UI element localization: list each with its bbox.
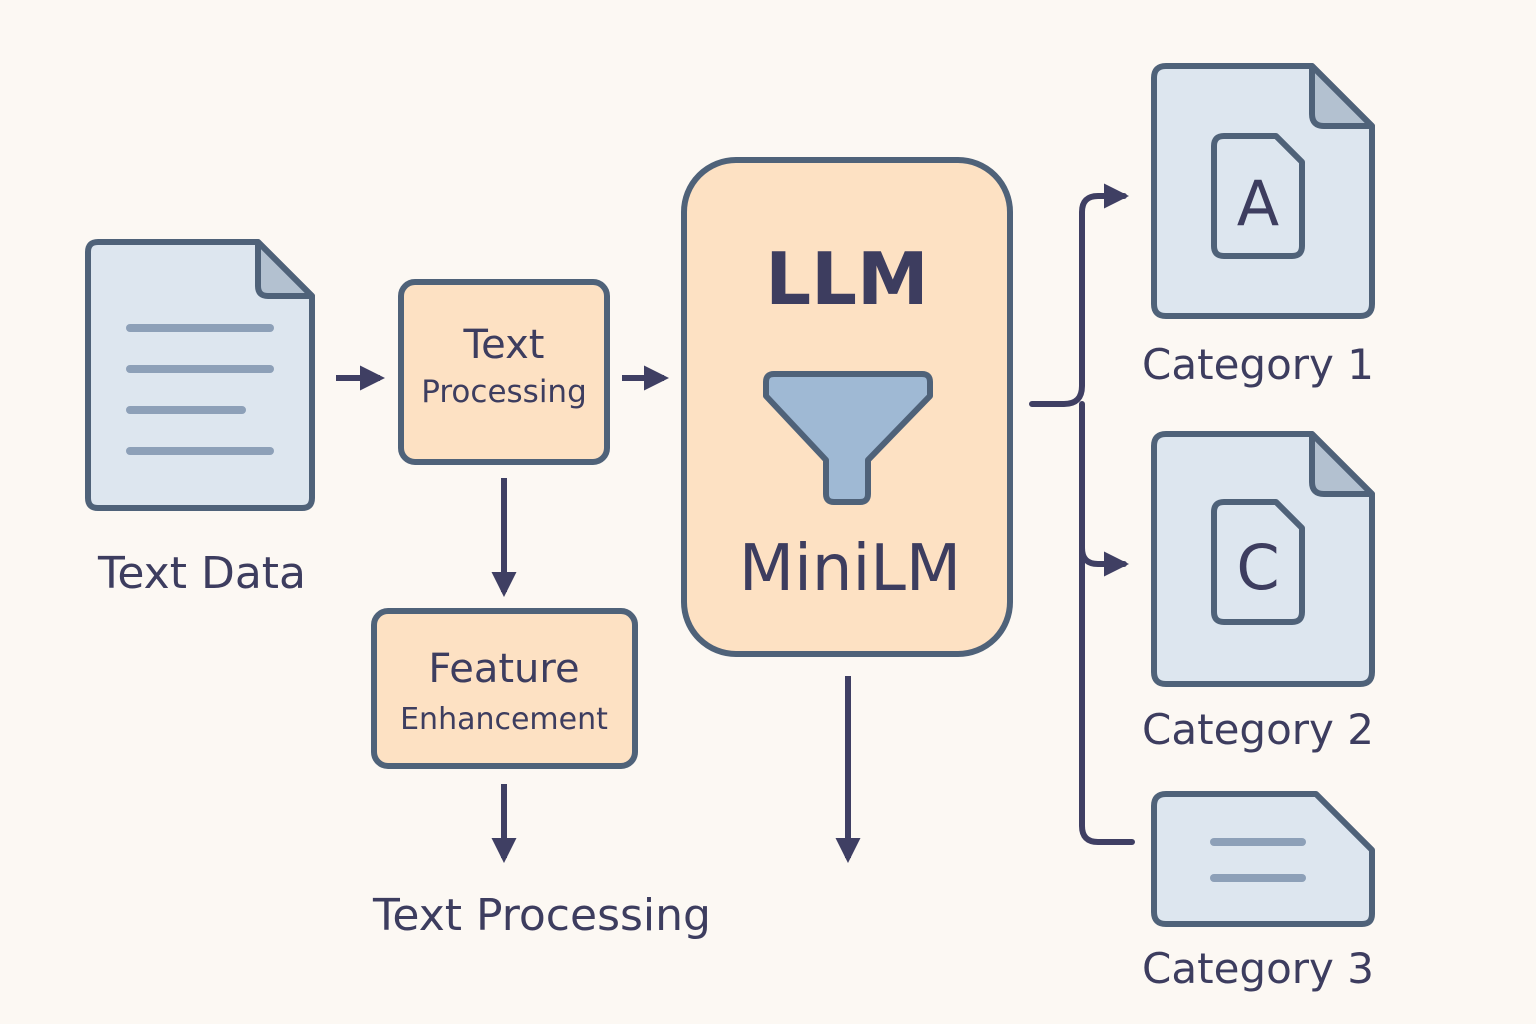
document-icon xyxy=(1151,791,1375,927)
category-2-label: Category 2 xyxy=(1142,705,1374,754)
feature-enhancement-node: Feature Enhancement xyxy=(371,608,638,769)
text-data-node: Text Data xyxy=(85,239,315,599)
category-3-label: Category 3 xyxy=(1142,944,1374,993)
text-processing-subtitle: Processing xyxy=(421,374,587,410)
category-3-node: Category 3 xyxy=(1142,791,1375,993)
category-1-letter: A xyxy=(1237,167,1279,240)
category-connector xyxy=(1029,183,1135,845)
category-2-letter: C xyxy=(1236,531,1279,604)
feature-enhancement-title: Feature xyxy=(428,646,579,692)
document-icon xyxy=(85,239,315,511)
model-node: LLM MiniLM xyxy=(681,157,1013,657)
text-processing-title: Text xyxy=(463,322,545,368)
feature-enhancement-subtitle: Enhancement xyxy=(400,702,608,737)
document-icon: A xyxy=(1151,63,1375,319)
document-icon: C xyxy=(1151,431,1375,687)
text-data-label: Text Data xyxy=(97,548,306,599)
category-1-label: Category 1 xyxy=(1142,340,1374,389)
category-1-node: A Category 1 xyxy=(1142,63,1375,389)
model-title: LLM xyxy=(765,237,928,321)
category-2-node: C Category 2 xyxy=(1142,431,1375,754)
text-processing-output-label: Text Processing xyxy=(372,890,711,941)
funnel-icon xyxy=(763,371,933,505)
text-processing-node: Text Processing xyxy=(398,279,610,465)
model-subtitle: MiniLM xyxy=(739,532,961,606)
